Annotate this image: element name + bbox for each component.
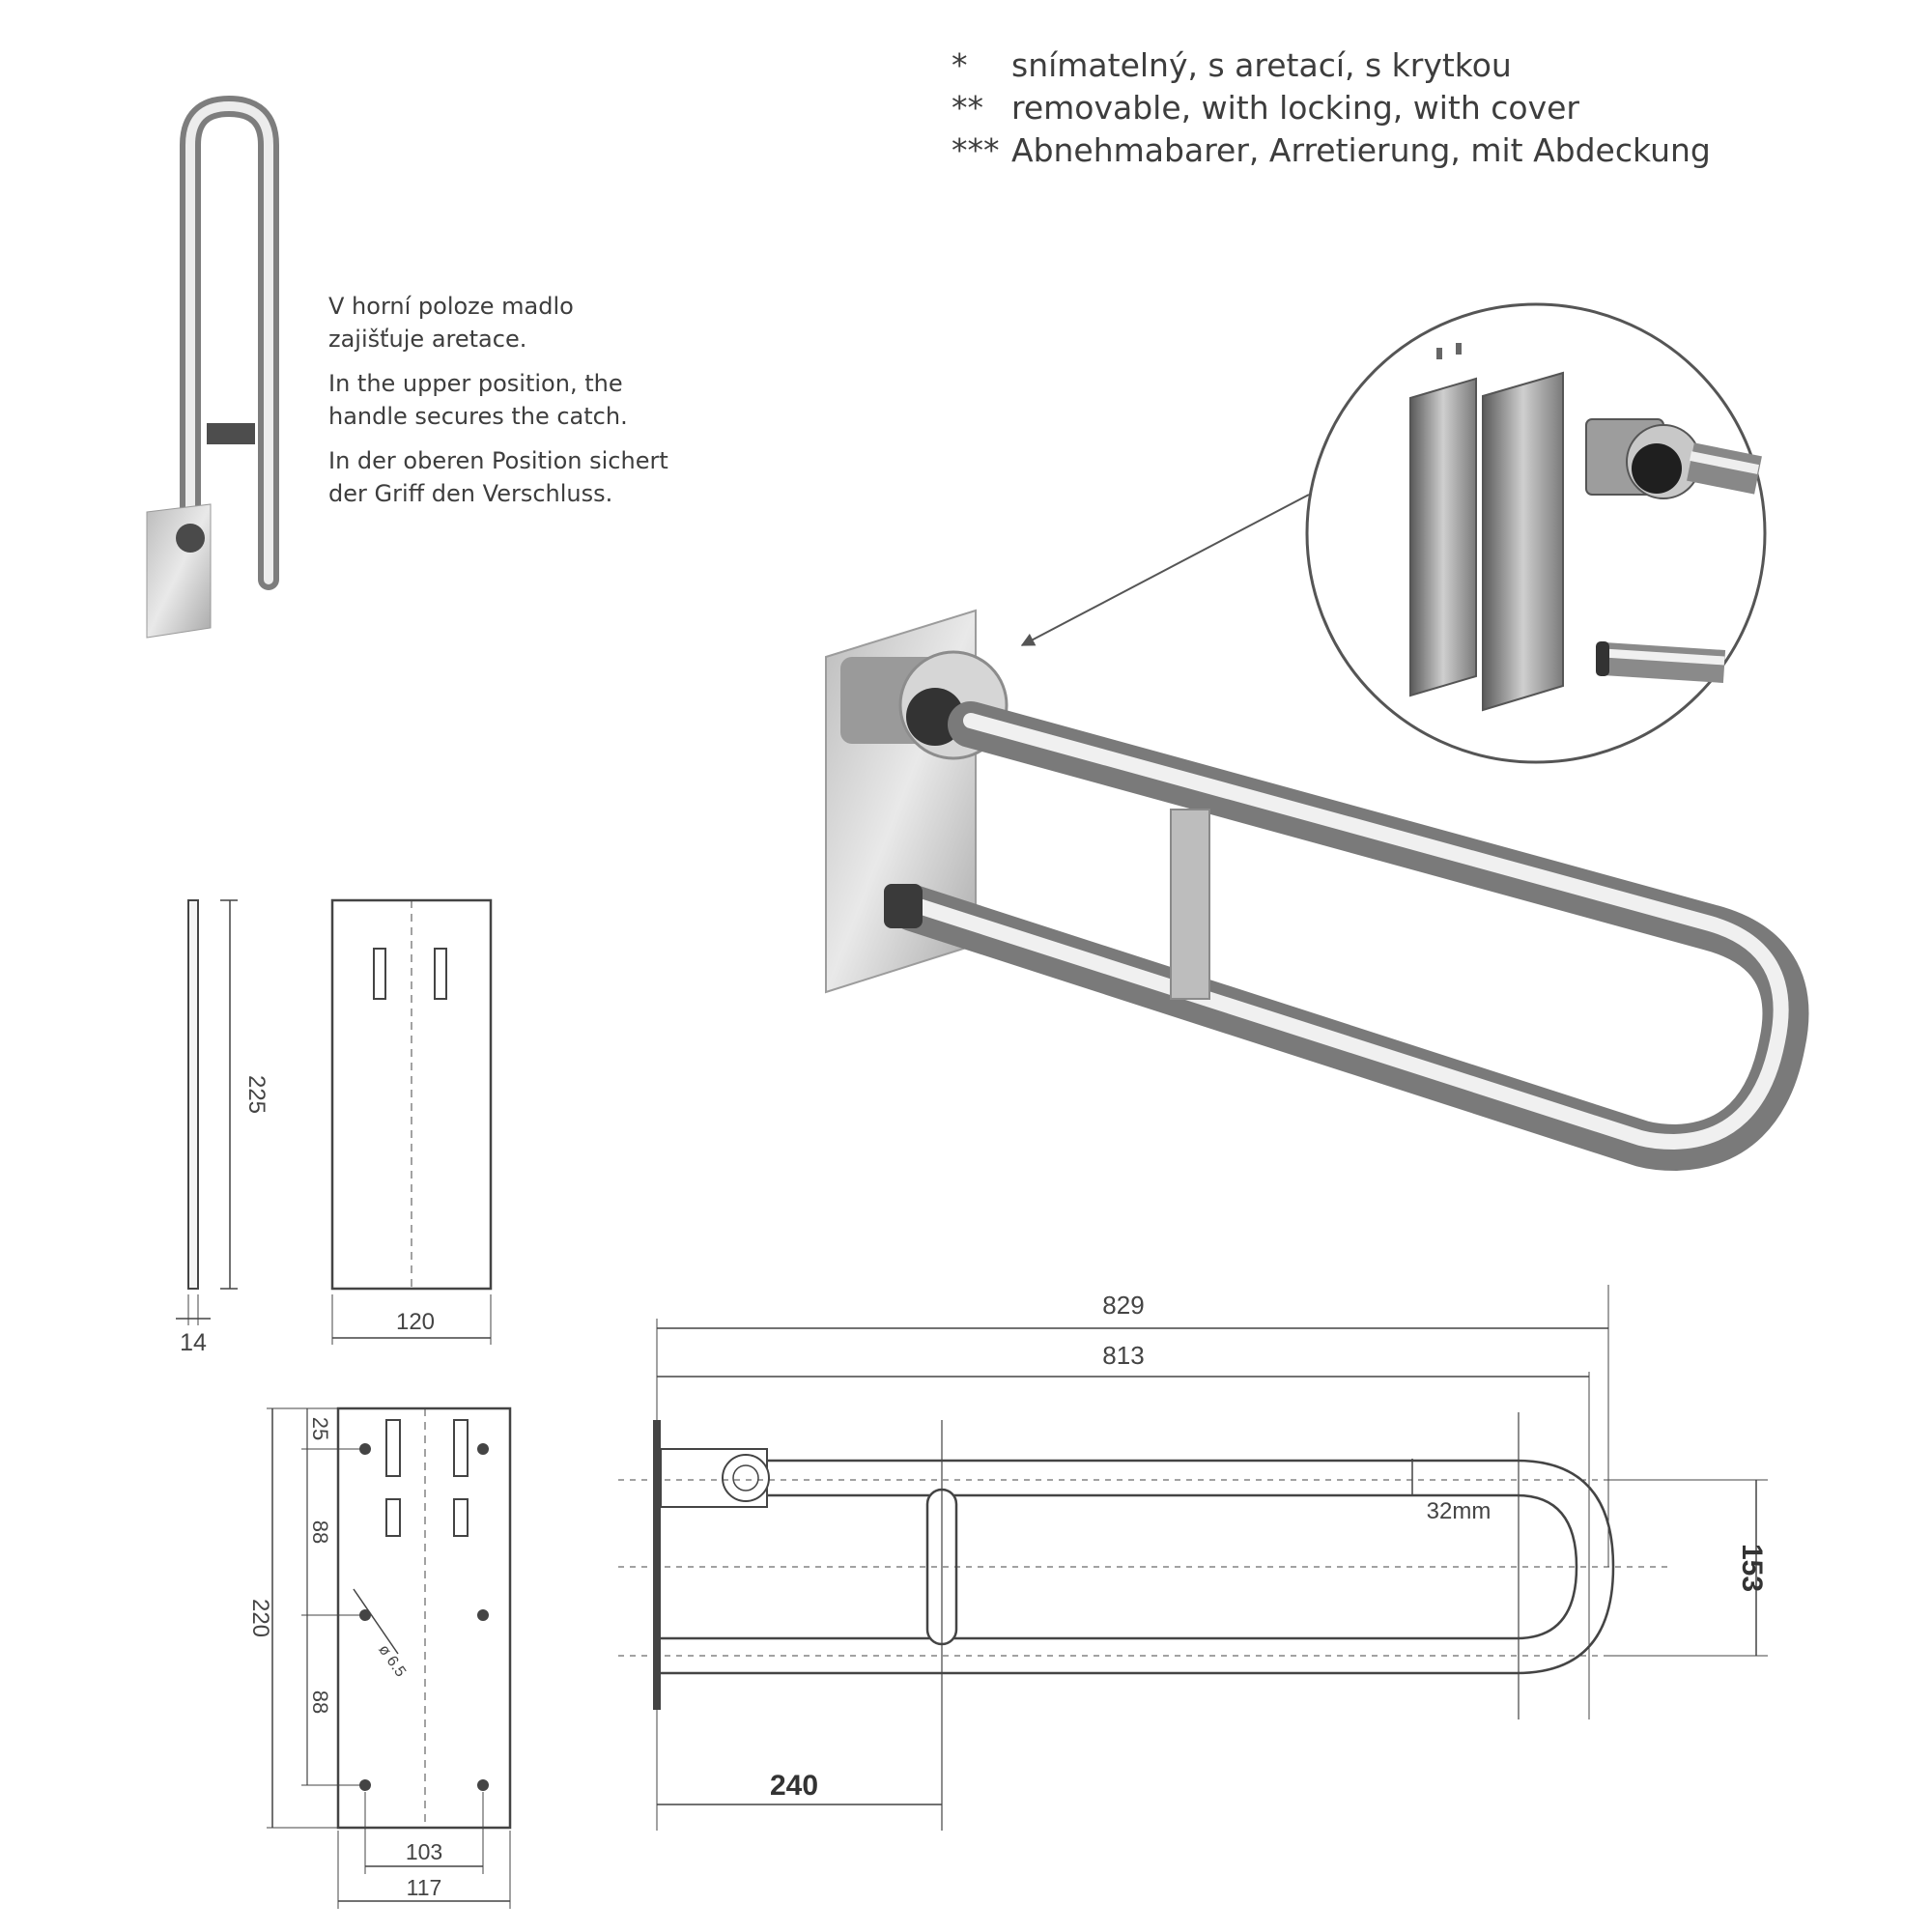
cover-front-piece (1482, 371, 1564, 712)
note-1: * snímatelný, s aretací, s krytkou (952, 46, 1512, 84)
note-3: *** Abnehmabarer, Arretierung, mit Abdeck… (952, 131, 1711, 169)
tube-diameter-leader (353, 1588, 399, 1655)
plate-spacing-upper-label: 88 (308, 1520, 332, 1544)
overall-length-label: 829 (1102, 1291, 1144, 1320)
support-strut (1170, 809, 1210, 1000)
cover-height-label: 225 (243, 1075, 270, 1114)
folded-handle-photo (146, 95, 279, 639)
note-text: Abnehmabarer, Arretierung, mit Abdeckung (1011, 131, 1711, 169)
cover-slot (434, 948, 447, 1000)
support-offset-label: 240 (770, 1770, 818, 1802)
plate-slot (385, 1419, 401, 1477)
folded-pivot (176, 524, 205, 553)
side-bar-outer (661, 1459, 1615, 1675)
note-text: snímatelný, s aretací, s krytkou (1011, 46, 1512, 84)
note-mark: ** (952, 89, 983, 127)
cover-slot (373, 948, 386, 1000)
note-2: ** removable, with locking, with cover (952, 89, 1579, 127)
plate-spacing-lower-label: 88 (308, 1690, 332, 1714)
hole-spacing-label: 103 (406, 1839, 442, 1864)
grab-bar-tube (890, 701, 1809, 1171)
plate-slot (453, 1498, 469, 1537)
cover-thickness-label: 14 (180, 1329, 207, 1356)
cover-drawing (176, 898, 493, 1345)
grab-bar-photo (825, 494, 1809, 1171)
cover-side-view (187, 899, 199, 1290)
detail-inset (1305, 302, 1767, 764)
lower-end-cap (884, 884, 923, 928)
cover-width-label: 120 (396, 1309, 435, 1335)
plate-drawing (267, 1406, 512, 1909)
cover-side-piece (1409, 377, 1477, 697)
width-label: 153 (1736, 1544, 1768, 1592)
plate-slot (385, 1498, 401, 1537)
inner-length-label: 813 (1102, 1341, 1144, 1370)
note-mark: *** (952, 131, 1000, 169)
folded-wall-plate (146, 503, 212, 639)
plate-width-label: 117 (407, 1875, 442, 1900)
plate-top-offset-label: 25 (308, 1417, 332, 1440)
note-text: removable, with locking, with cover (1011, 89, 1579, 127)
side-pivot-circle (722, 1454, 770, 1502)
detail-pivot-hole (1632, 443, 1682, 494)
plate-height-label: 220 (247, 1599, 273, 1637)
note-mark: * (952, 46, 968, 84)
side-bar-inner (661, 1493, 1578, 1640)
detail-pointer (1020, 494, 1310, 646)
side-drawing (618, 1285, 1768, 1831)
plate-slot (453, 1419, 469, 1477)
tube-diameter-label: 32mm (1427, 1498, 1492, 1524)
folded-support-bar (207, 423, 255, 444)
